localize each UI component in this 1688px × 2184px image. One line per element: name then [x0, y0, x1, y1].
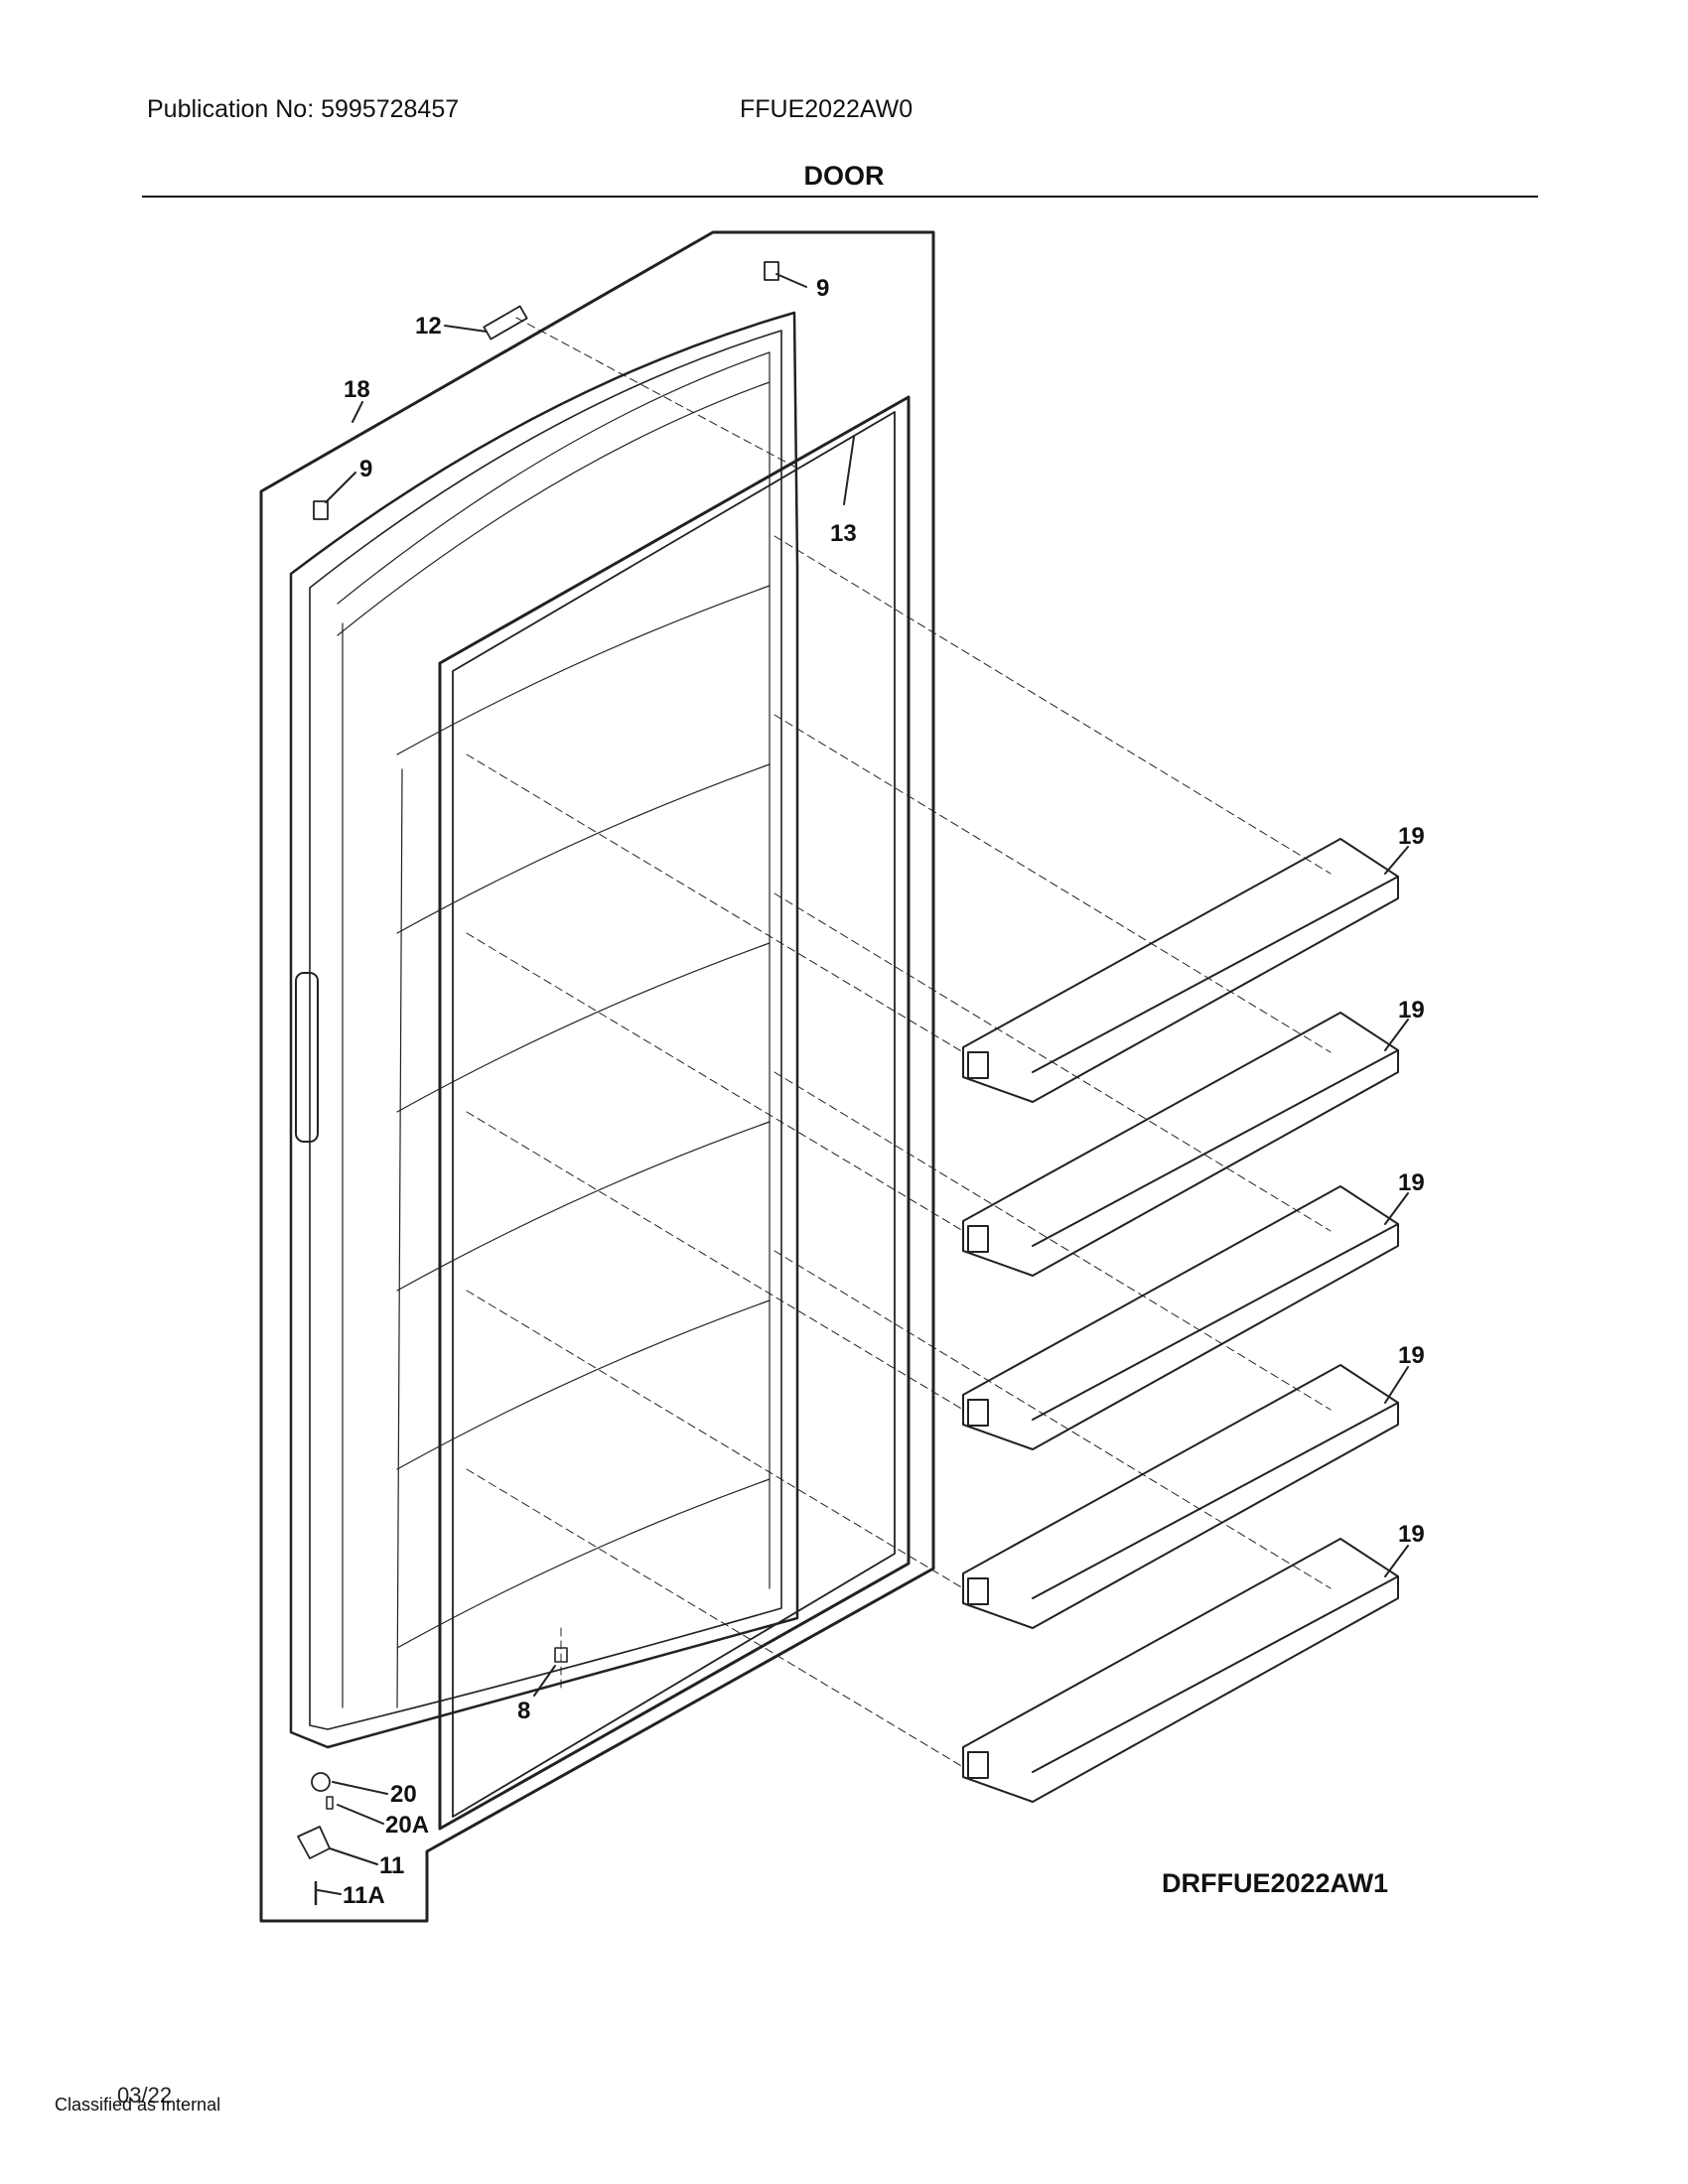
- callout-screw-top-left: 9: [359, 456, 372, 482]
- classification-label: Classified as Internal: [55, 2095, 221, 2115]
- door-handle: [295, 972, 319, 1143]
- hinge-bushing: [311, 1772, 331, 1792]
- callout-hinge-bushing: 20: [390, 1781, 417, 1808]
- callout-bin-1: 19: [1398, 823, 1425, 850]
- door-panel: [289, 311, 799, 1749]
- publication-number: Publication No: 5995728457: [147, 95, 460, 123]
- door-gasket: [438, 395, 911, 1831]
- screw-top-right: [764, 261, 779, 281]
- callout-door-panel: 18: [344, 376, 370, 403]
- page-date: 03/22: [117, 2083, 173, 2108]
- callout-bottom-hinge: 11: [379, 1852, 404, 1879]
- drawing-code: DRFFUE2022AW1: [1162, 1868, 1389, 1898]
- header-divider: [142, 196, 1538, 198]
- callout-screw-top-right: 9: [816, 275, 829, 302]
- door-bin-4: [962, 1364, 1399, 1629]
- alignment-lines: [466, 317, 1332, 1768]
- callout-plug: 8: [517, 1698, 530, 1724]
- door-bin-3: [962, 1185, 1399, 1450]
- callout-bin-4: 19: [1398, 1342, 1425, 1369]
- assembly-frame: [259, 230, 935, 1923]
- callout-gasket: 13: [830, 520, 857, 547]
- bottom-hinge: [297, 1826, 331, 1859]
- door-bin-1: [962, 838, 1399, 1103]
- callout-leaders: [317, 273, 1409, 1895]
- plug: [554, 1647, 568, 1663]
- callout-bin-3: 19: [1398, 1169, 1425, 1196]
- callout-hinge-screw: 20A: [385, 1812, 429, 1839]
- model-number: FFUE2022AW0: [740, 95, 914, 123]
- door-bin-2: [962, 1012, 1399, 1277]
- callout-bottom-hinge-screw: 11A: [343, 1882, 385, 1909]
- door-bin-5: [962, 1538, 1399, 1803]
- screw-top-left: [313, 500, 329, 520]
- section-title: DOOR: [803, 161, 885, 191]
- callout-nameplate: 12: [415, 313, 442, 340]
- callout-bin-5: 19: [1398, 1521, 1425, 1548]
- nameplate: [483, 305, 528, 341]
- callout-bin-2: 19: [1398, 997, 1425, 1024]
- hinge-screw: [326, 1796, 334, 1810]
